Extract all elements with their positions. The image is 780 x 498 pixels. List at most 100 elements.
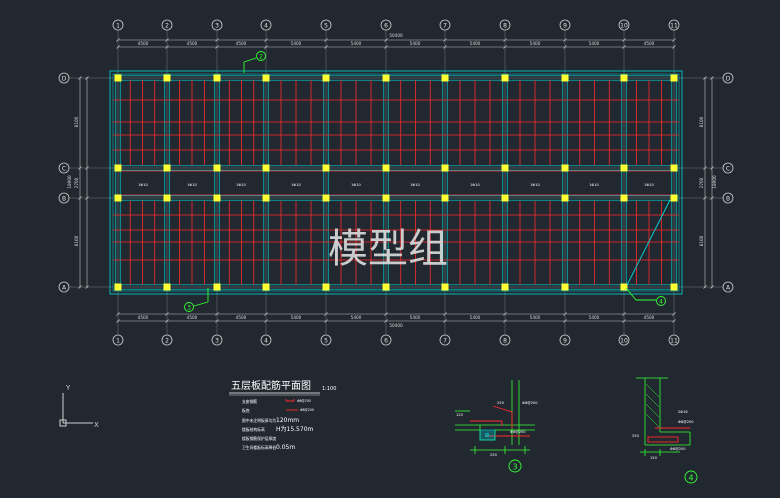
dim-bottom-10: 4500: [644, 315, 655, 320]
axis-left-A: A: [62, 285, 67, 292]
dim-left-total: 18900: [67, 175, 72, 189]
ucs-icon: Y X: [59, 384, 99, 429]
axis-top-1: 1: [116, 23, 120, 30]
column-10-A: [620, 283, 628, 291]
column-2-D: [163, 74, 171, 82]
corridor-tag-1: 1Φ10: [138, 183, 148, 187]
axis-bubbles-bottom: [112, 334, 680, 346]
dim-right-3: 8100: [699, 116, 704, 127]
corridor-tag-5: 1Φ10: [351, 183, 361, 187]
corridor-tag-2: 1Φ10: [187, 183, 197, 187]
dim-top-4: 5400: [291, 41, 302, 46]
column-11-C: [670, 164, 678, 172]
column-3-D: [213, 74, 221, 82]
dim-top-9: 5400: [589, 41, 600, 46]
section-marker-3-plan-label: 3: [187, 304, 191, 311]
column-2-B: [163, 194, 171, 202]
note-4-value: 0.05m: [276, 444, 295, 451]
column-1-D: [114, 74, 122, 82]
axis-top-6: 6: [384, 23, 388, 30]
dim-top-3: 4500: [236, 41, 247, 46]
axis-bubbles-top: [112, 19, 680, 31]
note-4-label: 卫生间楼板标高降低: [242, 445, 276, 450]
svg-text:X: X: [94, 421, 99, 429]
dimension-ticks: [78, 38, 714, 323]
note-1-label: 图中未注明板厚均为: [242, 418, 276, 423]
column-10-B: [620, 194, 628, 202]
dimension-bottom-texts: 4500 4500 4500 5400 5400 5400 5400 5400 …: [138, 315, 655, 328]
column-7-A: [441, 283, 449, 291]
column-9-D: [561, 74, 569, 82]
dim-bottom-6: 5400: [410, 315, 421, 320]
note-2-value: H为15.570m: [276, 425, 314, 433]
axis-right-A: A: [726, 285, 731, 292]
dim-right-1: 8100: [699, 235, 704, 246]
column-11-B: [670, 194, 678, 202]
axis-top-3: 3: [215, 23, 219, 30]
plan-title: 五层板配筋平面图: [231, 379, 311, 392]
column-8-B: [501, 194, 509, 202]
svg-text:Y: Y: [65, 384, 71, 392]
detail-4-text-5: Φ8@200: [670, 447, 686, 451]
column-1-B: [114, 194, 122, 202]
note-2-label: 楼板结构标高: [242, 427, 265, 432]
column-1-A: [114, 283, 122, 291]
column-3-B: [213, 194, 221, 202]
axis-bottom-2: 2: [165, 338, 169, 345]
rebar-lines: [113, 80, 679, 285]
detail-3-text-1: 250: [497, 401, 505, 405]
axis-labels-side: A B C D A B C D: [62, 76, 731, 292]
column-11-A: [670, 283, 678, 291]
column-10-C: [620, 164, 628, 172]
axis-top-10: 10: [620, 23, 628, 30]
column-6-B: [382, 194, 390, 202]
detail-3-label: 3: [512, 463, 517, 472]
corridor-tag-4: 1Φ10: [291, 183, 301, 187]
legend-symbol-1: Φ8@200: [297, 399, 311, 403]
dimension-top-texts: 4500 4500 4500 5400 5400 5400 5400 5400 …: [138, 33, 655, 46]
column-9-A: [561, 283, 569, 291]
plan-title-block: 五层板配筋平面图 1:100: [229, 379, 336, 396]
column-5-A: [322, 283, 330, 291]
axis-bottom-4: 4: [264, 338, 268, 345]
column-11-D: [670, 74, 678, 82]
corridor-tag-3: 1Φ10: [236, 183, 246, 187]
dim-right-2: 2700: [699, 177, 704, 188]
dim-bottom-3: 4500: [236, 315, 247, 320]
detail-4-label: 4: [688, 474, 693, 483]
column-3-A: [213, 283, 221, 291]
dimension-left-texts: 8100 2700 8100 18900: [67, 116, 79, 246]
detail-3-text-3: 120: [456, 413, 464, 417]
corridor-tag-6: 1Φ10: [410, 183, 420, 187]
axis-labels-top: 1 2 3 4 5 6 7 8 9 10 11: [116, 23, 678, 30]
legend-symbol-2: Φ8@200: [300, 408, 314, 412]
section-marker-2: 2: [243, 51, 266, 73]
dim-left-3: 8100: [74, 116, 79, 127]
dim-bottom-9: 5400: [589, 315, 600, 320]
axis-bottom-6: 6: [384, 338, 388, 345]
detail-4-text-2: Φ8@200: [678, 420, 694, 424]
dimension-right-texts: 8100 2700 8100 18900: [699, 116, 717, 246]
axis-bottom-7: 7: [443, 338, 447, 345]
column-4-B: [262, 194, 270, 202]
slab-outline-outer: [109, 70, 683, 295]
corridor-tag-8: 1Φ10: [530, 183, 540, 187]
dimension-lines: [79, 39, 713, 322]
column-7-D: [441, 74, 449, 82]
section-marker-2-label: 2: [259, 53, 263, 60]
section-marker-4-plan: 4: [625, 287, 666, 306]
axis-right-B: B: [726, 196, 730, 203]
dim-top-8: 5400: [530, 41, 541, 46]
legend-label-1: 支座钢筋: [242, 399, 257, 404]
dim-top-7: 5400: [470, 41, 481, 46]
column-5-D: [322, 74, 330, 82]
axis-bottom-10: 10: [620, 338, 628, 345]
note-3-label: 楼板钢筋保护层厚度: [242, 436, 276, 441]
column-8-C: [501, 164, 509, 172]
corridor-tag-7: 1Φ10: [470, 183, 480, 187]
axis-bottom-1: 1: [116, 338, 120, 345]
column-8-D: [501, 74, 509, 82]
column-6-C: [382, 164, 390, 172]
dim-left-2: 2700: [74, 177, 79, 188]
